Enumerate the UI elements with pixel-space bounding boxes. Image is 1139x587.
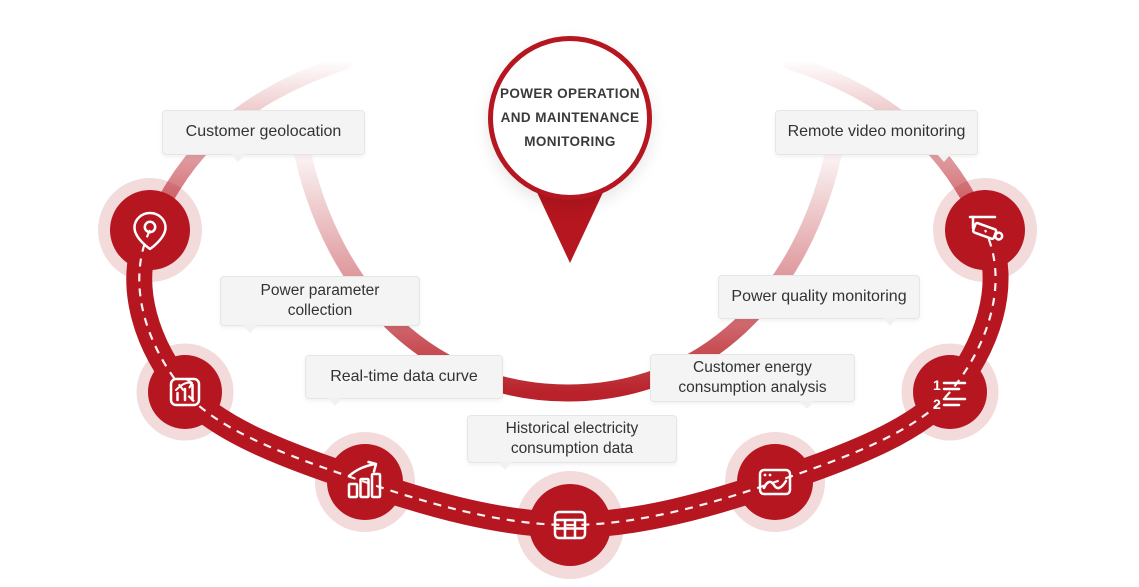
label-remote-video-monitoring: Remote video monitoring — [775, 110, 978, 162]
label-text: Customer geolocation — [185, 123, 342, 141]
label-power-parameter-collection: Power parameter collection — [220, 276, 420, 333]
label-pointer — [883, 318, 897, 326]
label-power-quality-monitoring: Power quality monitoring — [718, 275, 920, 326]
label-pointer — [243, 325, 257, 333]
label-pointer — [937, 154, 951, 162]
numbered-list-icon: 1 2 — [933, 377, 967, 412]
node-icons: 1 2 — [133, 211, 1004, 540]
svg-text:1: 1 — [933, 377, 941, 393]
label-pointer — [231, 154, 245, 162]
data-table-icon — [553, 510, 587, 540]
label-pointer — [328, 398, 342, 406]
label-pointer — [800, 401, 814, 409]
label-text: Remote video monitoring — [787, 123, 966, 141]
chart-board-icon — [169, 377, 201, 407]
dashed-guide-line — [138, 229, 997, 527]
center-badge-title-line: MONITORING — [524, 134, 616, 150]
inner-arc — [291, 133, 845, 402]
label-text: Power quality monitoring — [731, 287, 907, 305]
label-real-time-data-curve: Real-time data curve — [305, 355, 503, 406]
label-text: Power parameter collection — [260, 281, 380, 319]
label-text: Real-time data curve — [330, 367, 478, 385]
location-pin-icon — [133, 211, 167, 251]
video-camera-icon — [968, 215, 1004, 241]
wave-chart-icon — [758, 468, 792, 496]
svg-text:2: 2 — [933, 396, 941, 412]
bar-chart-growth-icon — [347, 460, 382, 499]
label-customer-geolocation: Customer geolocation — [162, 110, 365, 162]
label-historical-electricity-consumption-data: Historical electricity consumption data — [467, 415, 677, 470]
label-text: Customer energy consumption analysis — [678, 358, 827, 396]
label-customer-energy-consumption-analysis: Customer energy consumption analysis — [650, 354, 855, 409]
label-pointer — [498, 462, 512, 470]
label-text: Historical electricity consumption data — [505, 419, 639, 457]
center-badge-title-line: POWER OPERATION — [499, 85, 640, 101]
center-badge: POWER OPERATION AND MAINTENANCE MONITORI… — [488, 36, 652, 200]
center-badge-title-line: AND MAINTENANCE — [500, 109, 640, 125]
